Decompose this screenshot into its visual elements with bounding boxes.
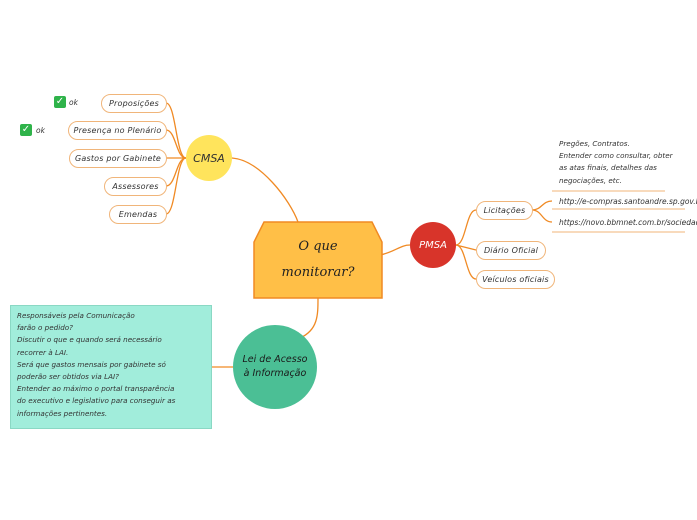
note-line: Entender ao máximo o portal transparênci… (17, 384, 175, 394)
licitacoes-note: Pregões, Contratos. Entender como consul… (559, 138, 673, 187)
note-line: Será que gastos mensais por gabinete só (17, 359, 166, 369)
note-line: Discutir o que e quando será necessário (17, 335, 162, 345)
note-line: informações pertinentes. (17, 408, 108, 418)
link-e-compras[interactable]: http://e-compras.santoandre.sp.gov.br/ (559, 197, 697, 206)
note-line: negociações, etc. (559, 175, 622, 185)
cmsa-item-gastos[interactable]: Gastos por Gabinete (69, 149, 167, 168)
check-mark-icon: ✓ (54, 96, 66, 108)
note-line: poderão ser obtidos via LAI? (17, 372, 119, 382)
cmsa-label: CMSA (193, 151, 225, 165)
central-topic-line2: monitorar? (281, 265, 355, 280)
link-bbmnet[interactable]: https://novo.bbmnet.com.br/sociedade/ (559, 218, 697, 227)
note-line: Pregões, Contratos. (559, 139, 630, 148)
central-topic-line1: O que (298, 239, 338, 254)
cmsa-item-emendas[interactable]: Emendas (109, 205, 167, 224)
note-line: recorrer à LAI. (17, 347, 69, 357)
cmsa-item-assessores[interactable]: Assessores (104, 177, 167, 196)
cmsa-item-label: Gastos por Gabinete (74, 154, 162, 163)
cmsa-item-label: Assessores (112, 182, 159, 191)
note-line: do executivo e legislativo para consegui… (17, 396, 176, 406)
central-topic-shape[interactable] (253, 221, 383, 299)
pmsa-item-diario-oficial[interactable]: Diário Oficial (476, 241, 546, 260)
cmsa-item-label: Proposições (109, 99, 159, 108)
central-topic[interactable]: O que monitorar? (266, 228, 370, 292)
pmsa-item-label: Veículos oficiais (482, 275, 549, 284)
pmsa-item-label: Licitações (483, 206, 526, 215)
pmsa-label: PMSA (419, 239, 447, 251)
check-mark-icon: ✓ (20, 124, 32, 136)
note-line: as atas finais, detalhes das (559, 163, 657, 173)
note-line: farão o pedido? (17, 323, 73, 333)
lai-label-line2: à Informação (243, 368, 307, 379)
cmsa-item-status: ok (69, 98, 78, 107)
lai-notes: Responsáveis pela Comunicação farão o pe… (10, 305, 212, 429)
cmsa-item-status: ok (36, 126, 45, 135)
cmsa-item-label: Presença no Plenário (73, 126, 162, 135)
pmsa-node[interactable]: PMSA (410, 222, 456, 268)
cmsa-item-proposicoes[interactable]: Proposições (101, 94, 167, 113)
lai-label-line1: Lei de Acesso (242, 354, 308, 365)
cmsa-item-presenca[interactable]: Presença no Plenário (68, 121, 167, 140)
pmsa-item-label: Diário Oficial (483, 246, 539, 255)
note-line: Responsáveis pela Comunicação (17, 311, 135, 320)
note-line: Entender como consultar, obter (559, 151, 673, 161)
cmsa-node[interactable]: CMSA (186, 135, 232, 181)
lai-node[interactable]: Lei de Acesso à Informação (233, 325, 317, 409)
pmsa-item-veiculos[interactable]: Veículos oficiais (476, 270, 555, 289)
cmsa-item-label: Emendas (118, 210, 158, 219)
pmsa-item-licitacoes[interactable]: Licitações (476, 201, 533, 220)
